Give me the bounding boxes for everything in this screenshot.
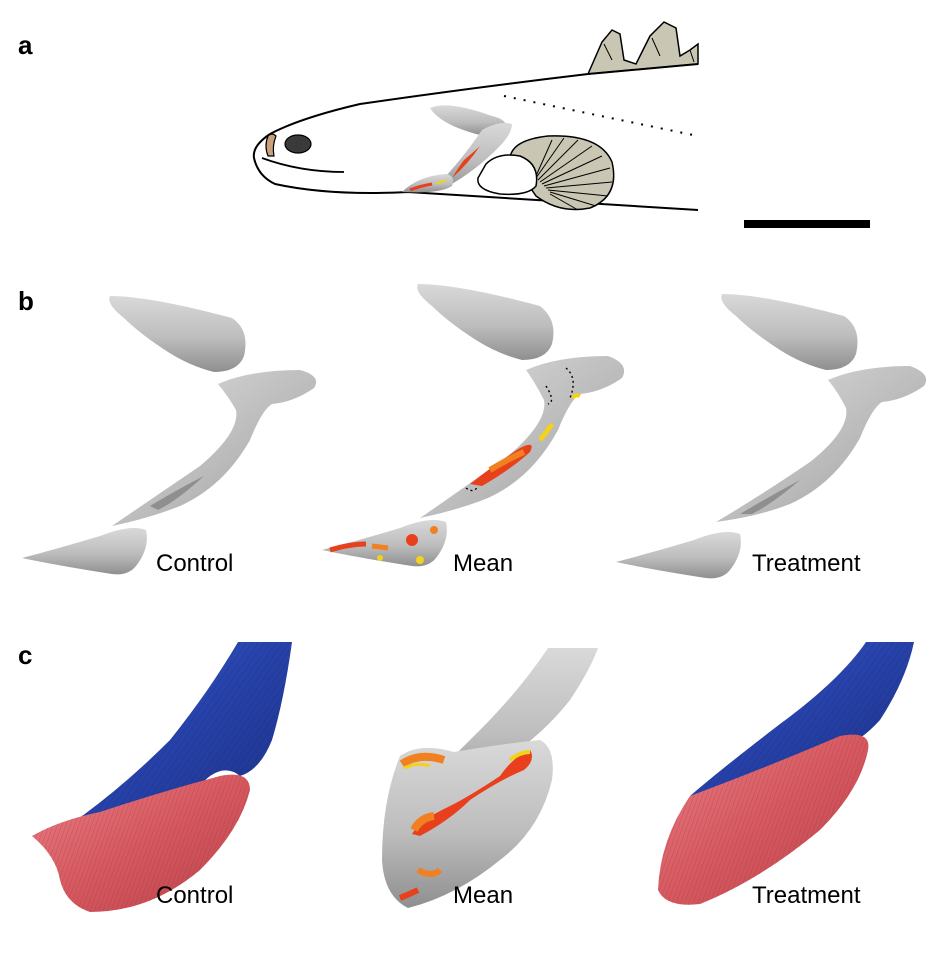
panel-letter-c: c xyxy=(18,640,33,670)
label-b-treatment: Treatment xyxy=(752,550,861,577)
fish-head-drawing xyxy=(252,21,699,211)
bone-model-mean xyxy=(322,284,625,567)
surface-model-treatment xyxy=(658,642,914,905)
label-c-treatment: Treatment xyxy=(752,882,861,909)
bone-model-control xyxy=(22,296,317,575)
surface-model-control xyxy=(32,642,292,912)
panel-letter-b: b xyxy=(18,286,34,316)
panel-letter-a: a xyxy=(18,30,33,60)
bone-model-treatment xyxy=(616,294,927,579)
label-c-control: Control xyxy=(156,882,234,909)
label-b-control: Control xyxy=(156,550,234,577)
label-c-mean: Mean xyxy=(453,882,514,909)
surface-model-mean xyxy=(382,648,598,908)
scale-bar xyxy=(744,220,870,228)
label-b-mean: Mean xyxy=(453,550,514,577)
